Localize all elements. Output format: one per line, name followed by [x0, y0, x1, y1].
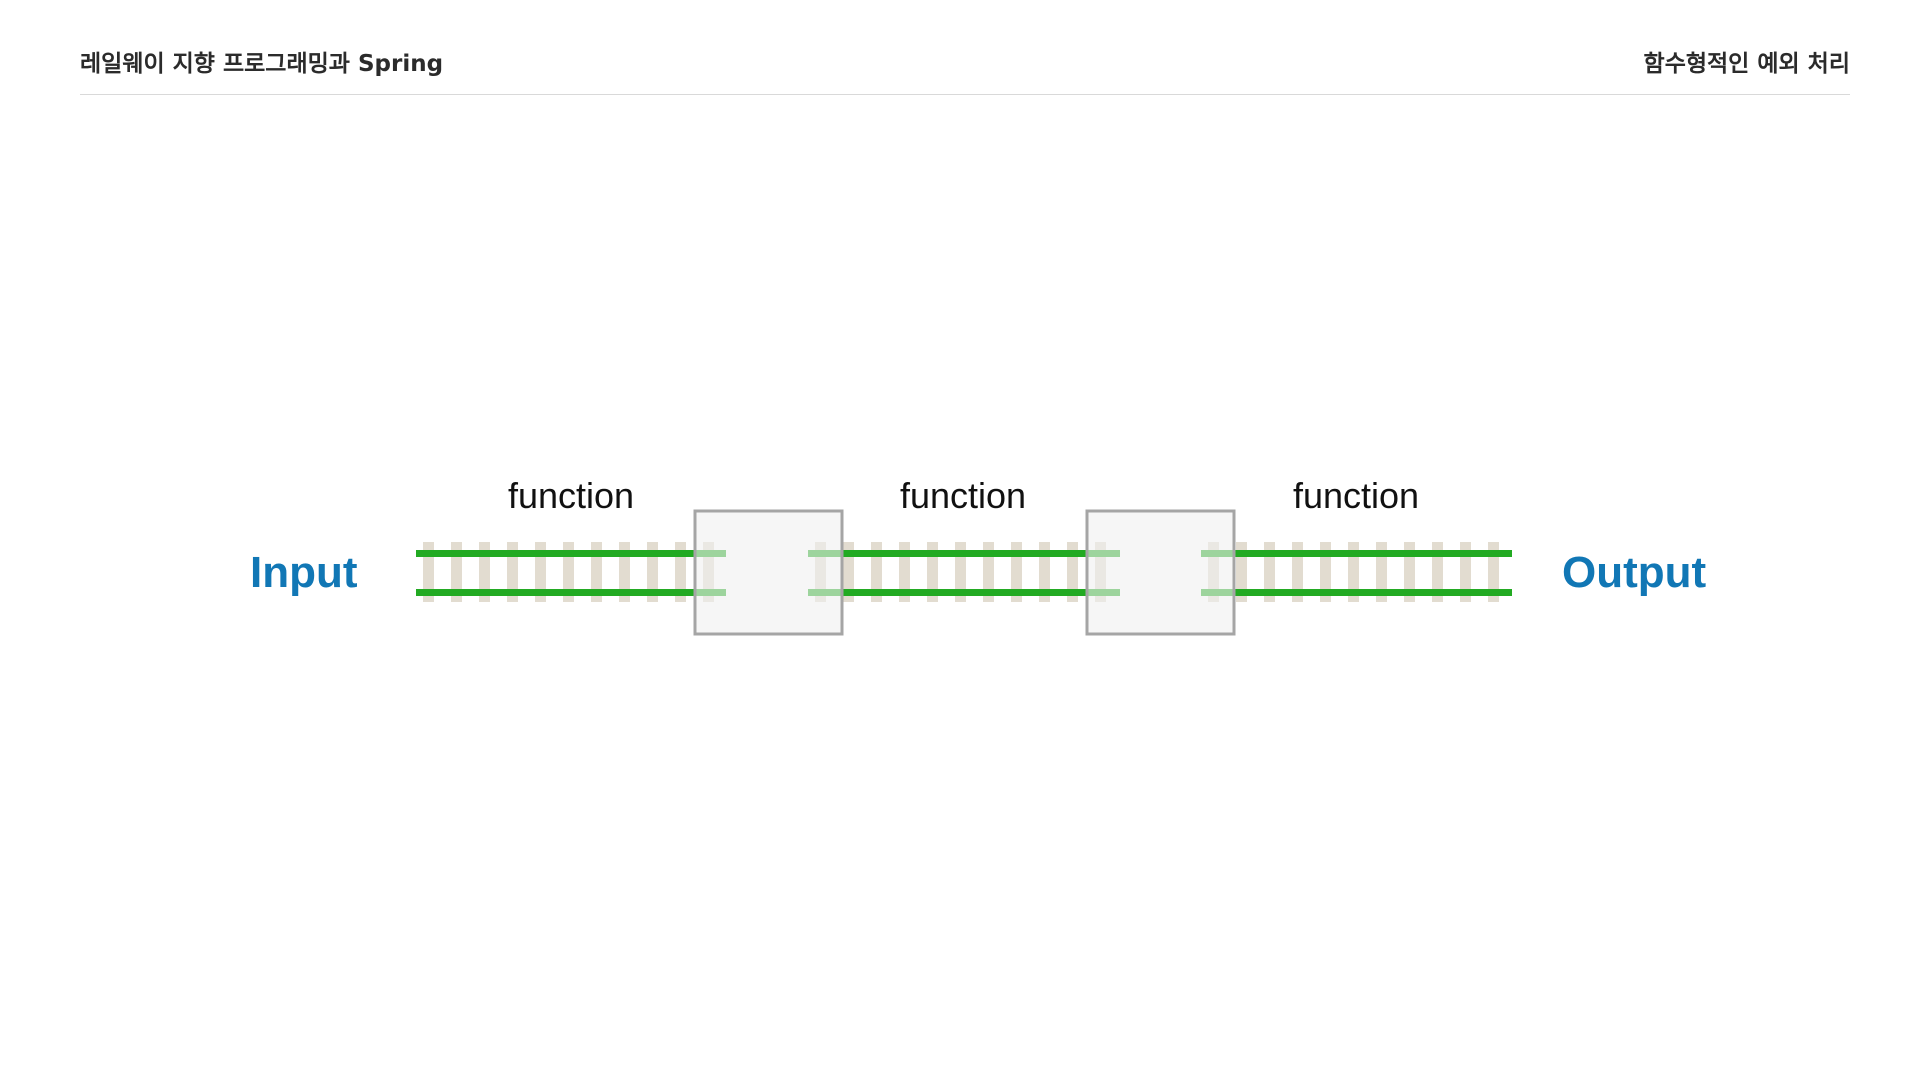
- railroad-tie: [647, 542, 658, 602]
- railroad-tie: [675, 542, 686, 602]
- railroad-tie: [591, 542, 602, 602]
- railroad-tie: [1376, 542, 1387, 602]
- railroad-tie: [1264, 542, 1275, 602]
- rail-segment-1-top: [416, 550, 726, 557]
- railroad-tie: [1011, 542, 1022, 602]
- railroad-tie: [507, 542, 518, 602]
- slide-header: 레일웨이 지향 프로그래밍과 Spring 함수형적인 예외 처리: [80, 48, 1850, 95]
- railroad-tie: [479, 542, 490, 602]
- railroad-tie: [1488, 542, 1499, 602]
- function-label-3: function: [1293, 475, 1419, 516]
- railroad-tie: [1460, 542, 1471, 602]
- input-label: Input: [250, 548, 358, 597]
- rail-segment-2-bottom: [808, 589, 1120, 596]
- railroad-tie: [535, 542, 546, 602]
- railroad-tie: [451, 542, 462, 602]
- railroad-tie: [1404, 542, 1415, 602]
- railroad-tie: [983, 542, 994, 602]
- railroad-tie: [423, 542, 434, 602]
- railroad-tie: [1348, 542, 1359, 602]
- rails: [416, 550, 1512, 596]
- railroad-tie: [955, 542, 966, 602]
- railroad-tie: [1067, 542, 1078, 602]
- railroad-tie: [927, 542, 938, 602]
- rail-segment-3-bottom: [1201, 589, 1512, 596]
- function-label-2: function: [900, 475, 1026, 516]
- rail-segment-3-top: [1201, 550, 1512, 557]
- railroad-tie: [563, 542, 574, 602]
- rail-segment-1-bottom: [416, 589, 726, 596]
- rail-segment-2-top: [808, 550, 1120, 557]
- output-label: Output: [1562, 548, 1707, 597]
- railroad-tie: [619, 542, 630, 602]
- railroad-tie: [1292, 542, 1303, 602]
- railroad-tie: [871, 542, 882, 602]
- railroad-tie: [1039, 542, 1050, 602]
- railroad-tie: [899, 542, 910, 602]
- railroad-tie: [1320, 542, 1331, 602]
- function-box-2: [1085, 509, 1236, 636]
- function-label-1: function: [508, 475, 634, 516]
- section-title: 함수형적인 예외 처리: [1643, 51, 1850, 77]
- railroad-tie: [843, 542, 854, 602]
- railroad-tie: [1432, 542, 1443, 602]
- function-box-1: [693, 509, 844, 636]
- presentation-title: 레일웨이 지향 프로그래밍과 Spring: [80, 51, 444, 77]
- railroad-tie: [1236, 542, 1247, 602]
